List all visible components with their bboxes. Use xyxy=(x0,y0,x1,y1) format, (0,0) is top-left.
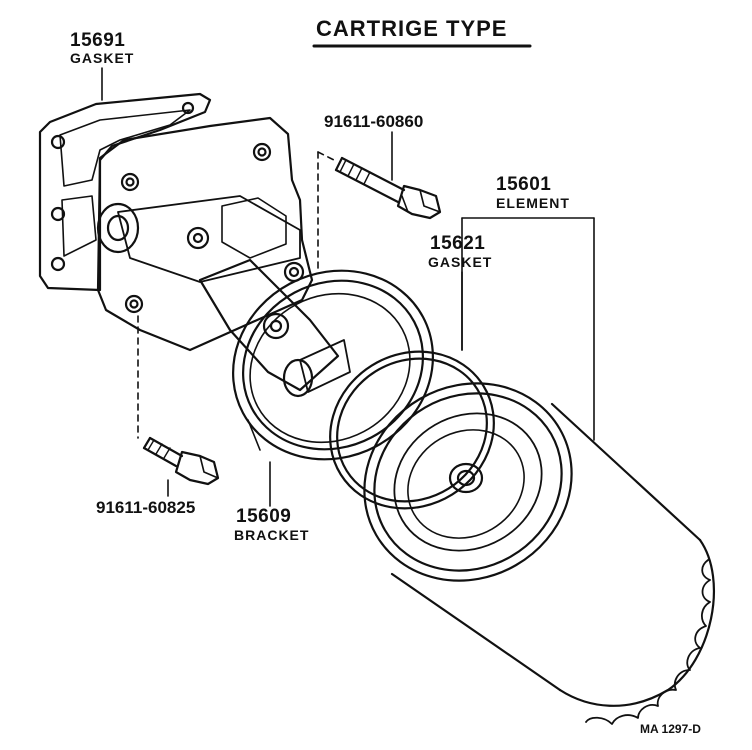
bolt-upper xyxy=(334,156,442,220)
element-number: 15601 xyxy=(496,174,552,195)
gasket-cover-name: GASKET xyxy=(70,50,135,66)
element-name: ELEMENT xyxy=(496,195,570,211)
bolt-upper-number: 91611-60860 xyxy=(324,112,424,131)
bracket-name: BRACKET xyxy=(234,527,310,543)
cover-gasket xyxy=(38,92,212,292)
bracket-number: 15609 xyxy=(236,506,292,527)
alignment-lines xyxy=(137,151,335,439)
diagram-title: CARTRIGE TYPE xyxy=(316,16,508,41)
bolt-lower xyxy=(142,436,220,486)
leader-lines xyxy=(101,67,595,507)
element-gasket-ring xyxy=(329,350,495,510)
bolt-lower-number: 91611-60825 xyxy=(96,498,196,517)
filter-element xyxy=(363,382,715,725)
gasket-cover-number: 15691 xyxy=(70,30,126,51)
gasket-element-name: GASKET xyxy=(428,254,493,270)
bracket-body xyxy=(96,116,351,398)
gasket-element-number: 15621 xyxy=(430,233,486,254)
figure-reference: MA 1297-D xyxy=(640,722,701,736)
